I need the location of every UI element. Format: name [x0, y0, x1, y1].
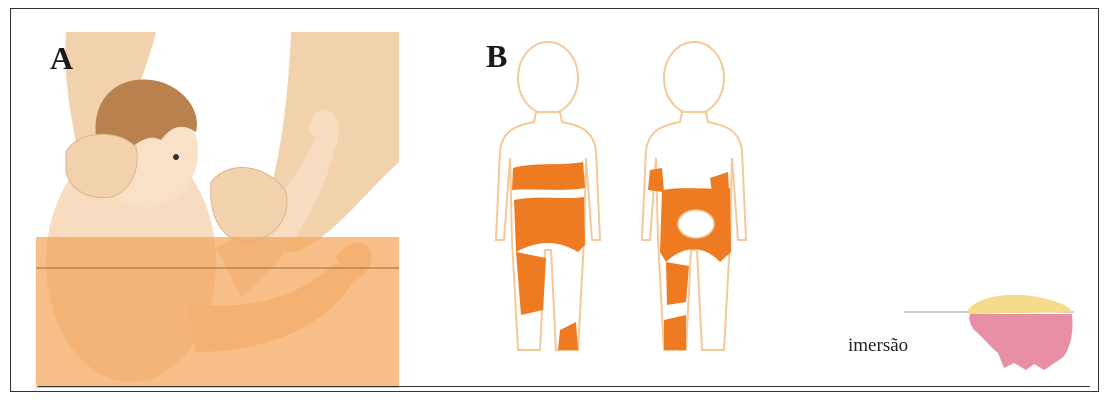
body-front-diagram	[488, 40, 608, 360]
child-eye	[173, 154, 179, 160]
hand-top	[968, 295, 1072, 314]
burn-area-back-thigh	[666, 262, 689, 305]
hand-immersed	[969, 314, 1072, 370]
panel-a-illustration	[36, 32, 399, 388]
hand-immersion-icon	[904, 288, 1074, 373]
head-front	[518, 42, 578, 114]
panel-a-label: A	[50, 40, 73, 77]
head-back	[664, 42, 724, 114]
burn-area-thigh	[516, 252, 546, 315]
water	[36, 237, 399, 388]
burn-area-calf	[664, 315, 686, 350]
adult-left-hand	[66, 134, 137, 197]
burn-area-flank	[648, 168, 664, 192]
immersion-label: imersão	[848, 335, 908, 357]
baseline-rule	[38, 386, 1090, 387]
body-back-diagram	[634, 40, 754, 360]
unburned-lower-back	[678, 210, 714, 238]
burn-area-abdomen	[512, 162, 585, 190]
